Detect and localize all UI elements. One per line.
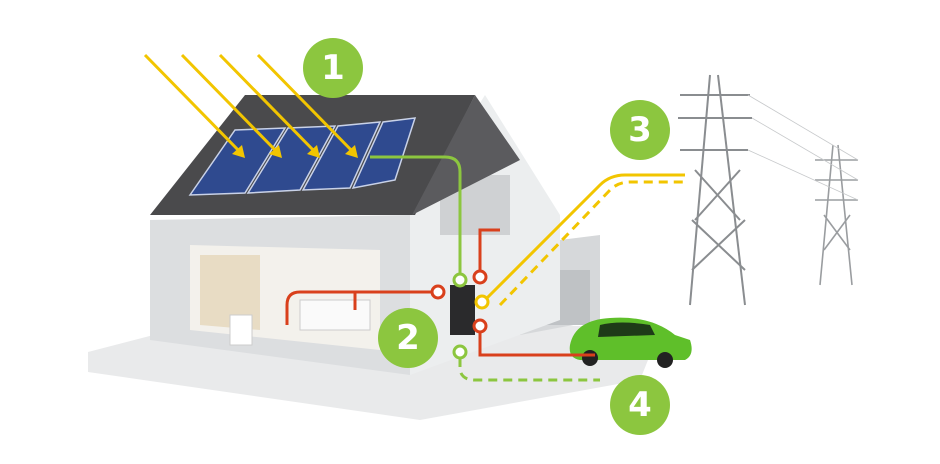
step-badge-4: 4 [610, 375, 670, 435]
solar-flow-node [452, 272, 468, 288]
upper-flow-node [472, 269, 488, 285]
washing-machine [229, 314, 253, 346]
grid-feed-in-line [498, 180, 685, 307]
grid-flow-node [474, 294, 490, 310]
solar-panels [188, 117, 417, 196]
step-badge-2: 2 [378, 308, 438, 368]
step-badge-1: 1 [303, 38, 363, 98]
sun-rays [143, 53, 358, 157]
home-consumption-flow [285, 290, 435, 325]
solar-flow-line [370, 155, 462, 275]
upper-floor-flow [478, 228, 500, 273]
power-pylon-large [678, 74, 752, 306]
car-charging-flow [478, 330, 595, 357]
sun-ray-arrowheads [232, 145, 358, 158]
vehicle-flow-node [452, 344, 468, 360]
roof-gable-edge [412, 95, 520, 215]
vehicle-to-home-flow [458, 358, 600, 382]
car-flow-node [472, 318, 488, 334]
kitchen-counter [299, 299, 371, 331]
grid-flow-line [483, 173, 685, 302]
power-lines [747, 94, 859, 201]
home-flow-node [430, 284, 446, 300]
electric-car [569, 317, 692, 368]
battery-storage [450, 285, 475, 335]
step-badge-3: 3 [610, 100, 670, 160]
power-pylon-small [815, 144, 858, 286]
bathroom [200, 255, 260, 330]
